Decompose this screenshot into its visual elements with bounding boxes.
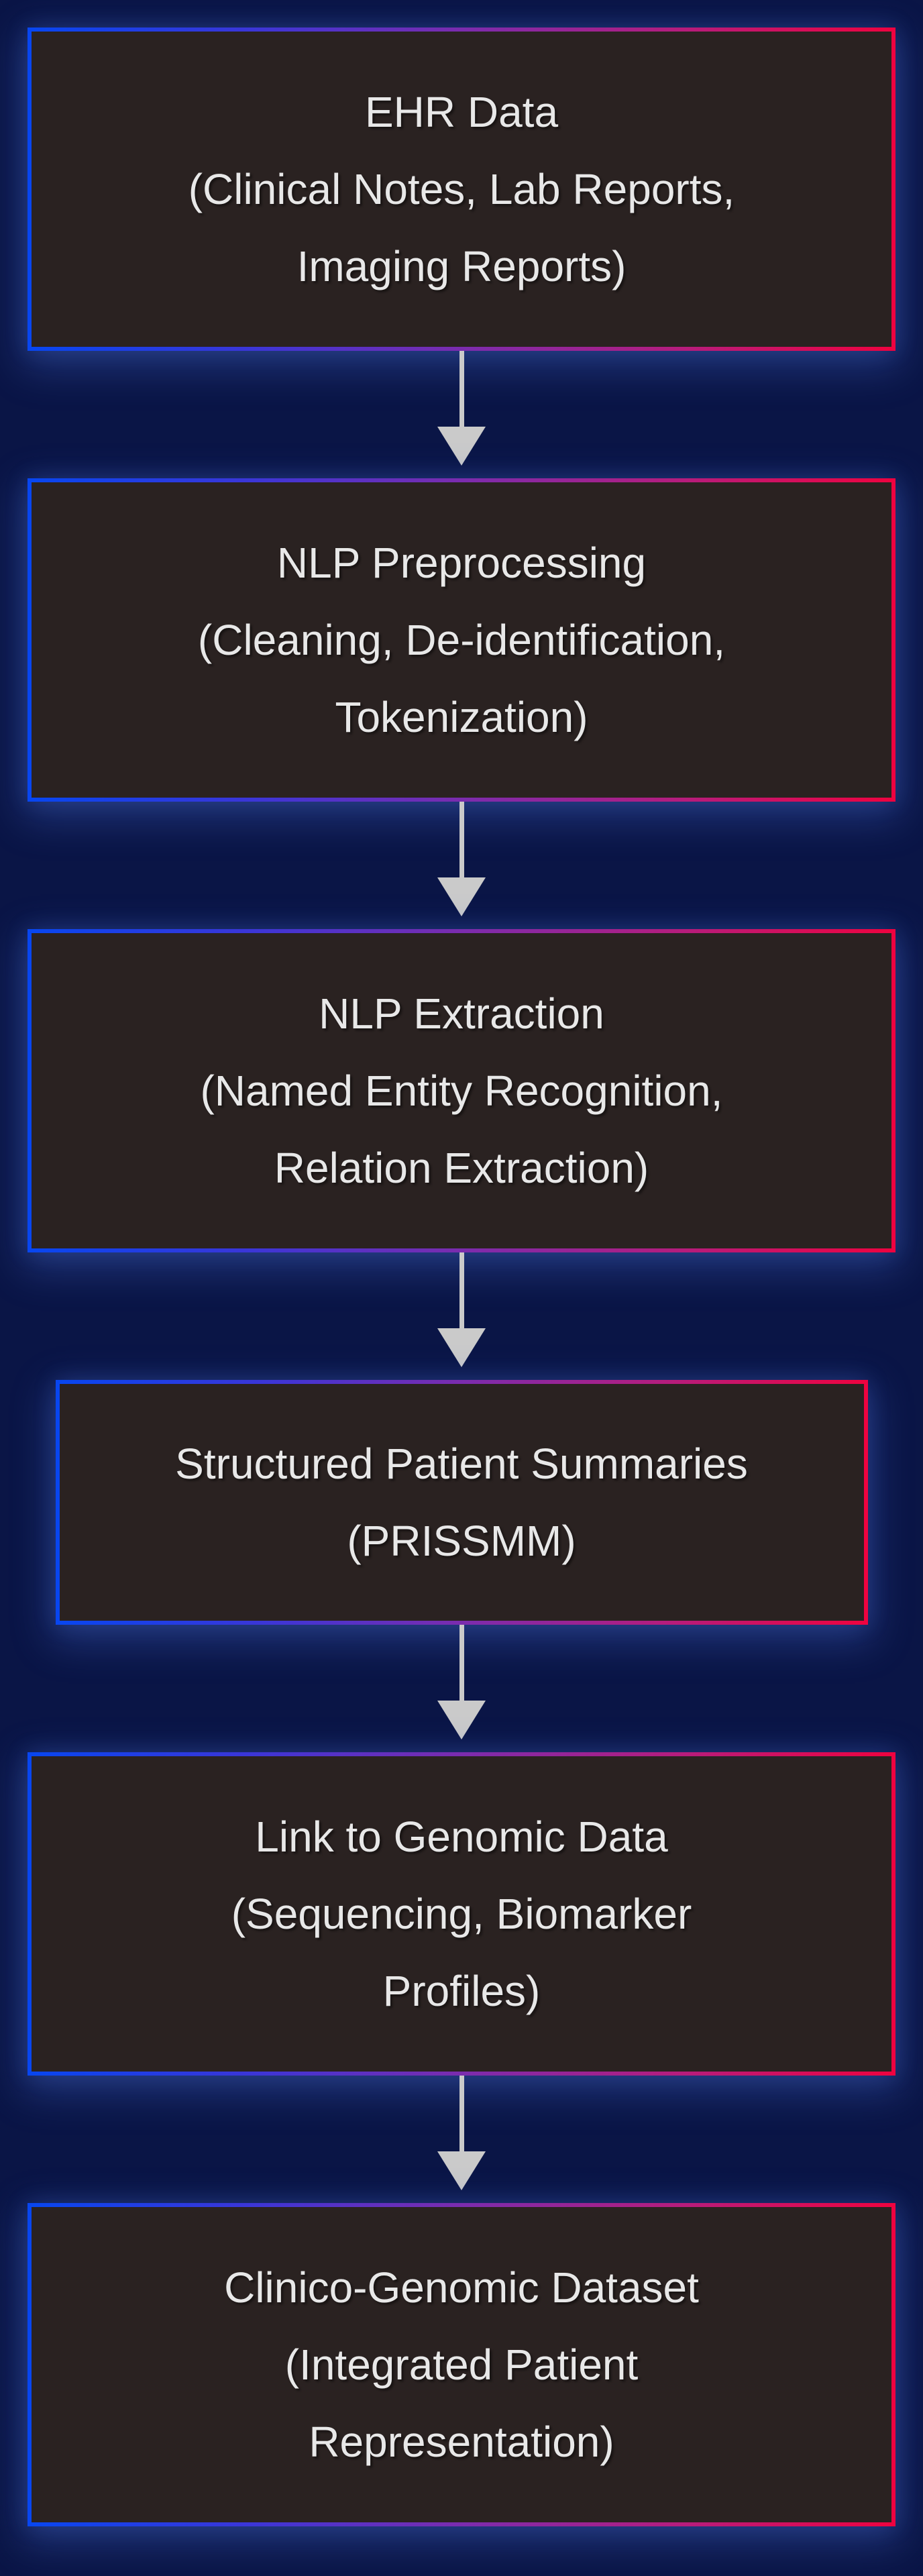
node-text-line: (Clinical Notes, Lab Reports, xyxy=(188,164,735,213)
node-text-line: Representation) xyxy=(309,2417,614,2466)
node-text-line: Profiles) xyxy=(382,1966,541,2015)
arrow-down-icon xyxy=(437,427,486,466)
node-text-line: Link to Genomic Data xyxy=(255,1812,668,1861)
node-text-line: NLP Preprocessing xyxy=(276,538,647,587)
flow-node-structured-patient-summaries: Structured Patient Summaries (PRISSMM) xyxy=(55,1380,868,1625)
arrow-stem xyxy=(459,1252,464,1328)
flow-node-clinico-genomic-dataset: Clinico-Genomic Dataset (Integrated Patie… xyxy=(28,2203,895,2526)
node-text-line: Imaging Reports) xyxy=(296,241,627,290)
arrow-stem xyxy=(459,1625,464,1701)
arrow-down-connector xyxy=(437,1625,486,1752)
arrow-down-icon xyxy=(437,2151,486,2190)
node-text-line: Relation Extraction) xyxy=(274,1143,649,1192)
node-text-line: Structured Patient Summaries xyxy=(175,1439,748,1488)
node-text-line: NLP Extraction xyxy=(319,989,604,1038)
arrow-stem xyxy=(459,2076,464,2151)
arrow-down-icon xyxy=(437,1701,486,1739)
arrow-down-icon xyxy=(437,877,486,916)
arrow-stem xyxy=(459,351,464,427)
flow-node-link-to-genomic-data: Link to Genomic Data (Sequencing, Biomark… xyxy=(28,1752,895,2076)
node-text-line: Tokenization) xyxy=(335,692,588,741)
arrow-down-icon xyxy=(437,1328,486,1367)
node-text-line: (Cleaning, De-identification, xyxy=(197,615,726,664)
flow-node-nlp-extraction: NLP Extraction (Named Entity Recognition,… xyxy=(28,929,895,1252)
node-text-line: (Named Entity Recognition, xyxy=(200,1066,723,1115)
arrow-down-connector xyxy=(437,802,486,929)
node-text-line: (Integrated Patient xyxy=(284,2340,639,2389)
arrow-down-connector xyxy=(437,1252,486,1380)
flow-node-ehr-data: EHR Data (Clinical Notes, Lab Reports, Ima… xyxy=(28,28,895,351)
node-text-line: (PRISSMM) xyxy=(347,1516,576,1565)
arrow-stem xyxy=(459,802,464,877)
flow-node-nlp-preprocessing: NLP Preprocessing (Cleaning, De-identific… xyxy=(28,478,895,802)
arrow-down-connector xyxy=(437,2076,486,2203)
node-text-line: EHR Data xyxy=(364,87,559,136)
node-text-line: Clinico-Genomic Dataset xyxy=(224,2263,699,2312)
arrow-down-connector xyxy=(437,351,486,478)
node-text-line: (Sequencing, Biomarker xyxy=(231,1889,692,1938)
